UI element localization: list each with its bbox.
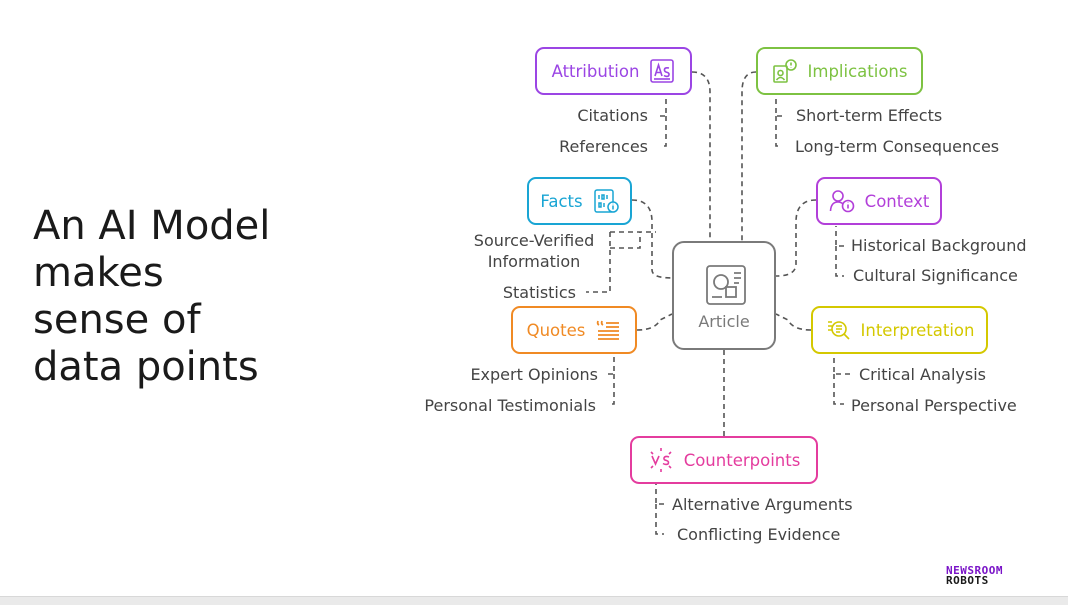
leaf-references: References xyxy=(559,137,648,156)
article-icon xyxy=(704,263,748,307)
counterpoints-node[interactable]: Counterpoints xyxy=(630,436,818,484)
attribution-label: Attribution xyxy=(551,61,640,81)
article-label: Article xyxy=(698,312,750,331)
connector-context xyxy=(775,199,817,277)
interpretation-node[interactable]: Interpretation xyxy=(811,306,988,354)
connector-interpretation xyxy=(775,313,812,331)
connector-context-items xyxy=(835,226,844,277)
context-node[interactable]: Context xyxy=(816,177,942,225)
connector-counterpoints-items xyxy=(655,484,664,535)
slide-title: An AI Model makes sense of data points xyxy=(33,203,363,391)
newsroom-robots-logo: NEWSROOM ROBOTS xyxy=(946,564,1058,587)
implications-label: Implications xyxy=(807,61,908,81)
implications-icon xyxy=(772,58,798,84)
context-label: Context xyxy=(864,191,930,211)
connector-implications-items xyxy=(775,94,782,147)
facts-node[interactable]: Facts xyxy=(527,177,632,225)
leaf-statistics: Statistics xyxy=(502,283,576,302)
leaf-alternative-arguments: Alternative Arguments xyxy=(672,495,853,514)
title-line: sense of xyxy=(33,297,201,343)
connector-attribution-items xyxy=(660,94,667,147)
leaf-short-term-effects: Short-term Effects xyxy=(796,106,943,125)
interpretation-label: Interpretation xyxy=(860,320,975,340)
counterpoints-label: Counterpoints xyxy=(683,450,801,470)
logo-line-2: ROBOTS xyxy=(946,574,989,587)
quotes-icon xyxy=(595,317,621,343)
title-line: An AI Model xyxy=(33,203,271,249)
title-line: data points xyxy=(33,344,259,390)
leaf-critical-analysis: Critical Analysis xyxy=(859,365,986,384)
quotes-node[interactable]: Quotes xyxy=(511,306,637,354)
connector-implications xyxy=(741,71,757,241)
leaf-historical-background: Historical Background xyxy=(851,236,1027,255)
bottom-bar xyxy=(0,596,1068,605)
leaf-personal-perspective: Personal Perspective xyxy=(851,396,1017,415)
leaf-citations: Citations xyxy=(577,106,648,125)
logo-line-1: NEWSROOM xyxy=(946,564,1003,577)
interpretation-icon xyxy=(825,317,851,343)
leaf-personal-testimonials: Personal Testimonials xyxy=(424,396,596,415)
connector-interpretation-items xyxy=(833,354,850,405)
leaf-long-term-consequences: Long-term Consequences xyxy=(795,137,1000,156)
quotes-label: Quotes xyxy=(526,320,586,340)
connector-facts-items xyxy=(586,231,656,293)
counterpoints-icon xyxy=(648,447,674,473)
article-node[interactable]: Article xyxy=(672,241,776,350)
title-line: makes xyxy=(33,250,164,296)
connector-facts xyxy=(631,199,673,279)
leaf-expert-opinions: Expert Opinions xyxy=(470,365,598,384)
facts-icon xyxy=(593,188,619,214)
implications-node[interactable]: Implications xyxy=(756,47,923,95)
attribution-icon xyxy=(649,58,675,84)
attribution-node[interactable]: Attribution xyxy=(535,47,692,95)
context-icon xyxy=(829,188,855,214)
connector-attribution xyxy=(691,71,711,241)
leaf-conflicting-evidence: Conflicting Evidence xyxy=(677,525,841,544)
facts-label: Facts xyxy=(540,191,583,211)
connector-quotes xyxy=(636,313,673,331)
connector-quotes-items xyxy=(608,354,615,405)
leaf-cultural-significance: Cultural Significance xyxy=(853,266,1018,285)
